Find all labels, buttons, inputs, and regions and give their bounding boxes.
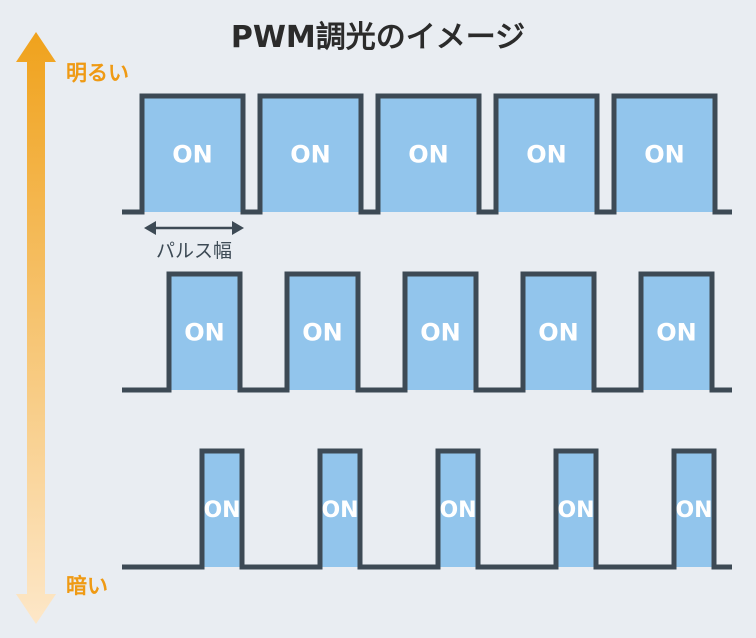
bright-label: 明るい	[66, 61, 129, 85]
signal-waveform	[122, 93, 732, 215]
on-label: ON	[172, 141, 213, 169]
on-pulse	[523, 274, 594, 390]
on-pulse	[320, 451, 360, 567]
on-label: ON	[290, 141, 331, 169]
on-label: ON	[526, 141, 567, 169]
signal-waveform	[122, 448, 732, 570]
on-label: ON	[557, 498, 594, 523]
pulse-width-arrow-right-head	[232, 221, 244, 235]
on-pulse	[438, 451, 478, 567]
on-pulse	[202, 451, 242, 567]
on-label: ON	[408, 141, 449, 169]
on-pulse	[169, 274, 240, 390]
on-label: ON	[656, 319, 697, 347]
on-label: ON	[439, 498, 476, 523]
on-label: ON	[184, 319, 225, 347]
on-label: ON	[321, 498, 358, 523]
pulse-width-arrow-left-head	[144, 221, 156, 235]
on-label: ON	[420, 319, 461, 347]
signal-waveform	[122, 271, 732, 393]
brightness-arrow-shape	[16, 32, 56, 624]
on-label: ON	[538, 319, 579, 347]
on-pulse	[614, 96, 715, 212]
brightness-arrow	[16, 32, 56, 624]
on-label: ON	[644, 141, 685, 169]
on-pulse	[287, 274, 358, 390]
on-label: ON	[203, 498, 240, 523]
on-pulse	[556, 451, 596, 567]
on-pulse	[674, 451, 714, 567]
pwm-row-dim: ON ON ON ON ON	[122, 448, 732, 570]
on-pulse	[405, 274, 476, 390]
on-pulse	[142, 96, 243, 212]
pwm-row-bright: ON ON ON ON ON	[122, 93, 732, 215]
page-title: PWM調光のイメージ	[231, 20, 525, 55]
pulse-width-indicator: パルス幅	[144, 221, 244, 262]
on-label: ON	[675, 498, 712, 523]
on-pulse	[378, 96, 479, 212]
pwm-signal-rows: ON ON ON ON ON ON ON ON ON ON ON ON ON ON ON	[122, 93, 732, 570]
on-pulse	[260, 96, 361, 212]
dark-label: 暗い	[66, 574, 108, 598]
on-pulse	[641, 274, 712, 390]
pulse-width-label: パルス幅	[156, 240, 232, 262]
on-label: ON	[302, 319, 343, 347]
pwm-row-medium: ON ON ON ON ON	[122, 271, 732, 393]
on-pulse	[496, 96, 597, 212]
